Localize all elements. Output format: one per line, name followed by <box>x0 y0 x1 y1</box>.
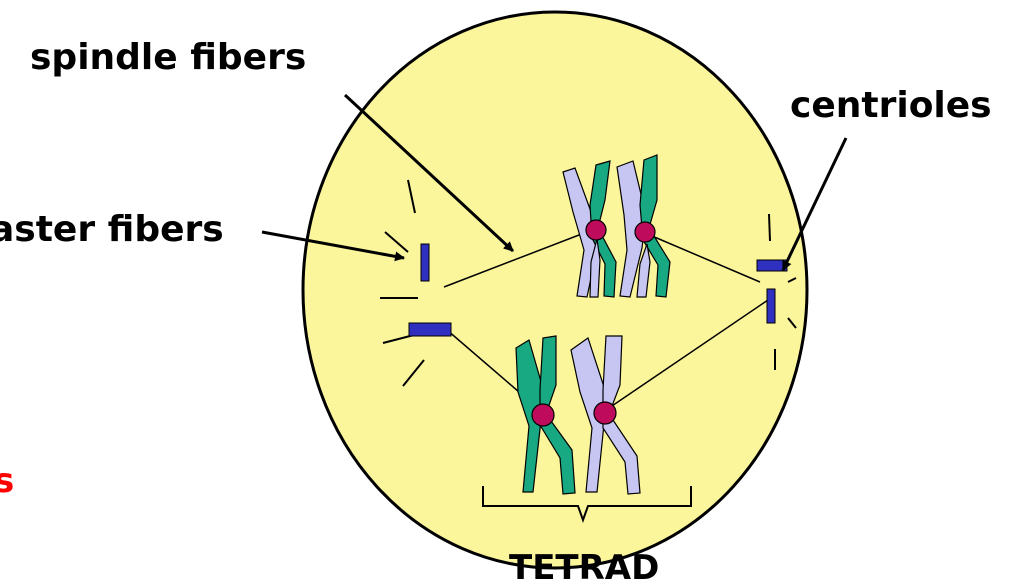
spindle-fiber <box>443 229 593 288</box>
aster-ray <box>384 231 409 253</box>
centriole <box>766 288 776 324</box>
cell-body <box>301 10 809 570</box>
aster-fibers-label: aster fibers <box>0 209 224 250</box>
aster-ray <box>402 359 425 387</box>
label-arrows <box>261 93 848 271</box>
spindle-arrow <box>343 93 515 253</box>
chromatid <box>562 167 598 298</box>
aster-ray <box>787 317 797 329</box>
centromere <box>531 403 555 427</box>
tetrad-bracket <box>482 486 692 523</box>
centromere <box>593 401 617 425</box>
tetrad-bottom <box>515 335 641 495</box>
chromatid <box>515 339 545 493</box>
tetrad-top <box>562 154 671 298</box>
chromatid <box>570 337 606 493</box>
aster-ray <box>407 179 416 214</box>
centromere <box>585 219 607 241</box>
aster-ray <box>787 277 797 283</box>
partial-red-label: s <box>0 461 15 501</box>
aster-fibers <box>380 179 797 387</box>
chromatid <box>616 160 647 298</box>
aster-arrow <box>261 230 405 262</box>
centrioles <box>408 243 788 337</box>
tetrad-label: TETRAD <box>509 548 660 588</box>
aster-ray <box>768 213 771 242</box>
chromatid <box>589 238 601 298</box>
centriole <box>420 243 430 282</box>
centromere <box>634 221 656 243</box>
spindle-fiber <box>605 299 769 411</box>
centriole <box>408 322 452 337</box>
chromatid <box>636 243 651 298</box>
spindle-fiber <box>644 232 761 283</box>
centrioles-arrow <box>781 137 848 271</box>
spindle-fibers <box>443 229 769 411</box>
centrioles-label: centrioles <box>790 85 992 126</box>
spindle-fibers-label: spindle fibers <box>30 37 307 78</box>
